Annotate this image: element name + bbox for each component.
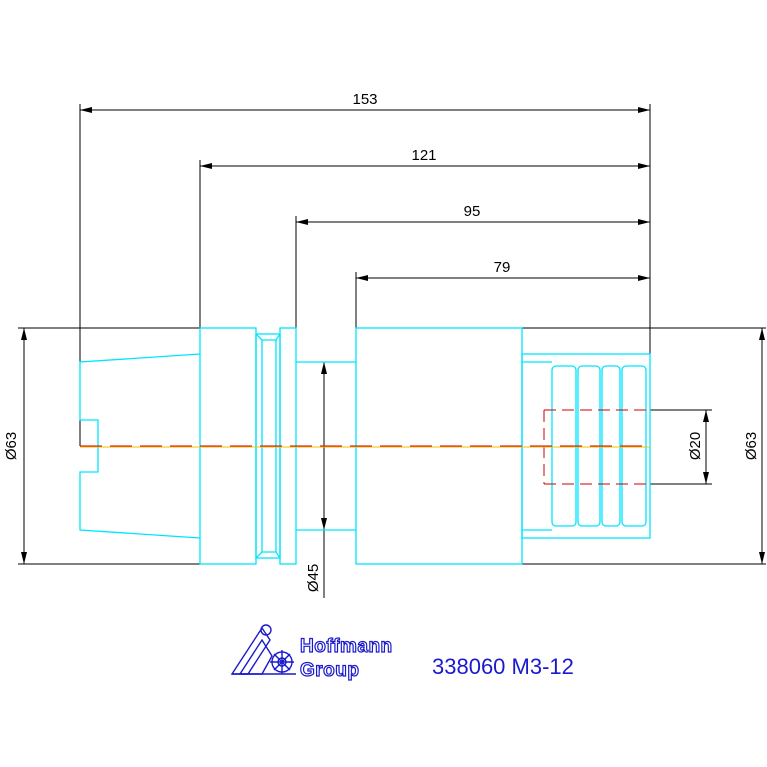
logo-emblem-icon xyxy=(230,624,296,675)
hoffmann-group-logo: Hoffmann Group xyxy=(230,624,393,682)
dim-diameter-left: Ø63 xyxy=(3,432,20,460)
dim-length-95: 95 xyxy=(464,203,481,220)
logo-text-line1: Hoffmann xyxy=(300,636,393,657)
logo-text-line2: Group xyxy=(300,660,360,681)
centerline xyxy=(80,445,650,448)
dim-length-79: 79 xyxy=(494,259,511,276)
part-number: 338060 M3-12 xyxy=(432,654,574,679)
dim-diameter-bore: Ø45 xyxy=(305,564,322,592)
dim-overall-length: 153 xyxy=(352,91,377,108)
dim-diameter-right: Ø63 xyxy=(743,432,760,460)
dimension-lines xyxy=(18,104,766,598)
dim-diameter-shank: Ø20 xyxy=(687,432,704,460)
dim-length-121: 121 xyxy=(411,147,436,164)
